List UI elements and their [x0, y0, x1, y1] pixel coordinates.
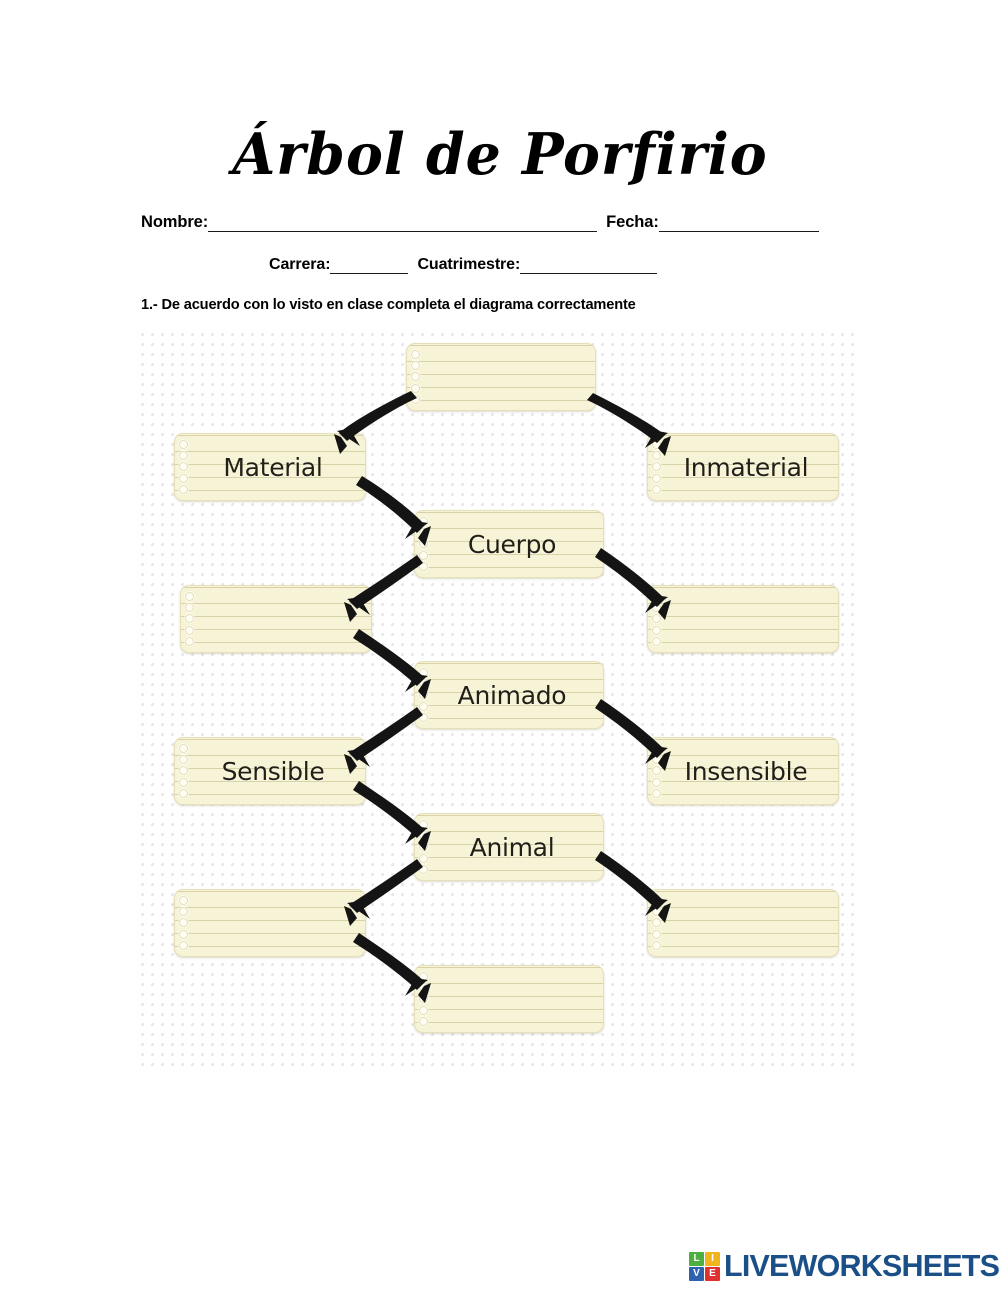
logo-cell-v: V	[689, 1266, 704, 1281]
nombre-label: Nombre:	[141, 213, 209, 231]
cuatrimestre-label: Cuatrimestre:	[417, 256, 521, 273]
binder-holes-icon	[184, 585, 195, 653]
node-inmaterial[interactable]: Inmaterial	[647, 433, 839, 501]
node-animal[interactable]: Animal	[414, 813, 604, 881]
node-cuerpo[interactable]: Cuerpo	[414, 510, 604, 578]
node-label: Animal	[469, 832, 555, 862]
node-label: Sensible	[221, 756, 325, 786]
node-label: Animado	[457, 680, 567, 710]
node-animal-right-blank[interactable]	[647, 889, 839, 957]
binder-holes-icon	[410, 343, 421, 411]
binder-holes-icon	[178, 889, 189, 957]
logo-cell-l: L	[689, 1251, 704, 1266]
liveworksheets-logo[interactable]: L I V E LIVEWORKSHEETS	[689, 1248, 1000, 1284]
header-row-carrera-cuatrimestre: Carrera: Cuatrimestre:	[269, 256, 658, 274]
node-sensible[interactable]: Sensible	[174, 737, 366, 805]
header-row-nombre-fecha: Nombre: Fecha:	[141, 213, 819, 232]
logo-wordmark: LIVEWORKSHEETS	[724, 1248, 1000, 1283]
node-label: Cuerpo	[467, 529, 557, 559]
node-cuerpo-right-blank[interactable]	[647, 585, 839, 653]
page-title: Árbol de Porfirio	[232, 121, 768, 188]
node-animal-left-blank[interactable]	[174, 889, 366, 957]
node-insensible[interactable]: Insensible	[647, 737, 839, 805]
logo-cell-i: I	[705, 1251, 720, 1266]
binder-holes-icon	[651, 889, 662, 957]
node-root[interactable]	[406, 343, 596, 411]
fecha-input-rule[interactable]	[658, 216, 819, 232]
logo-cell-e: E	[705, 1266, 720, 1281]
nombre-input-rule[interactable]	[208, 216, 598, 232]
logo-mark-icon: L I V E	[689, 1251, 720, 1281]
node-cuerpo-left-blank[interactable]	[180, 585, 372, 653]
node-label: Inmaterial	[683, 452, 809, 482]
node-label: Insensible	[684, 756, 808, 786]
porphyrian-tree-diagram: .ar { fill:#141414; }	[141, 333, 860, 1073]
carrera-label: Carrera:	[269, 256, 331, 273]
instruction-text: 1.- De acuerdo con lo visto en clase com…	[141, 297, 636, 313]
carrera-input-rule[interactable]	[330, 258, 409, 274]
node-final-blank[interactable]	[414, 965, 604, 1033]
cuatrimestre-input-rule[interactable]	[520, 258, 658, 274]
fecha-label: Fecha:	[606, 213, 659, 231]
node-animado[interactable]: Animado	[414, 661, 604, 729]
binder-holes-icon	[418, 965, 429, 1033]
binder-holes-icon	[651, 585, 662, 653]
node-label: Material	[223, 452, 323, 482]
node-material[interactable]: Material	[174, 433, 366, 501]
